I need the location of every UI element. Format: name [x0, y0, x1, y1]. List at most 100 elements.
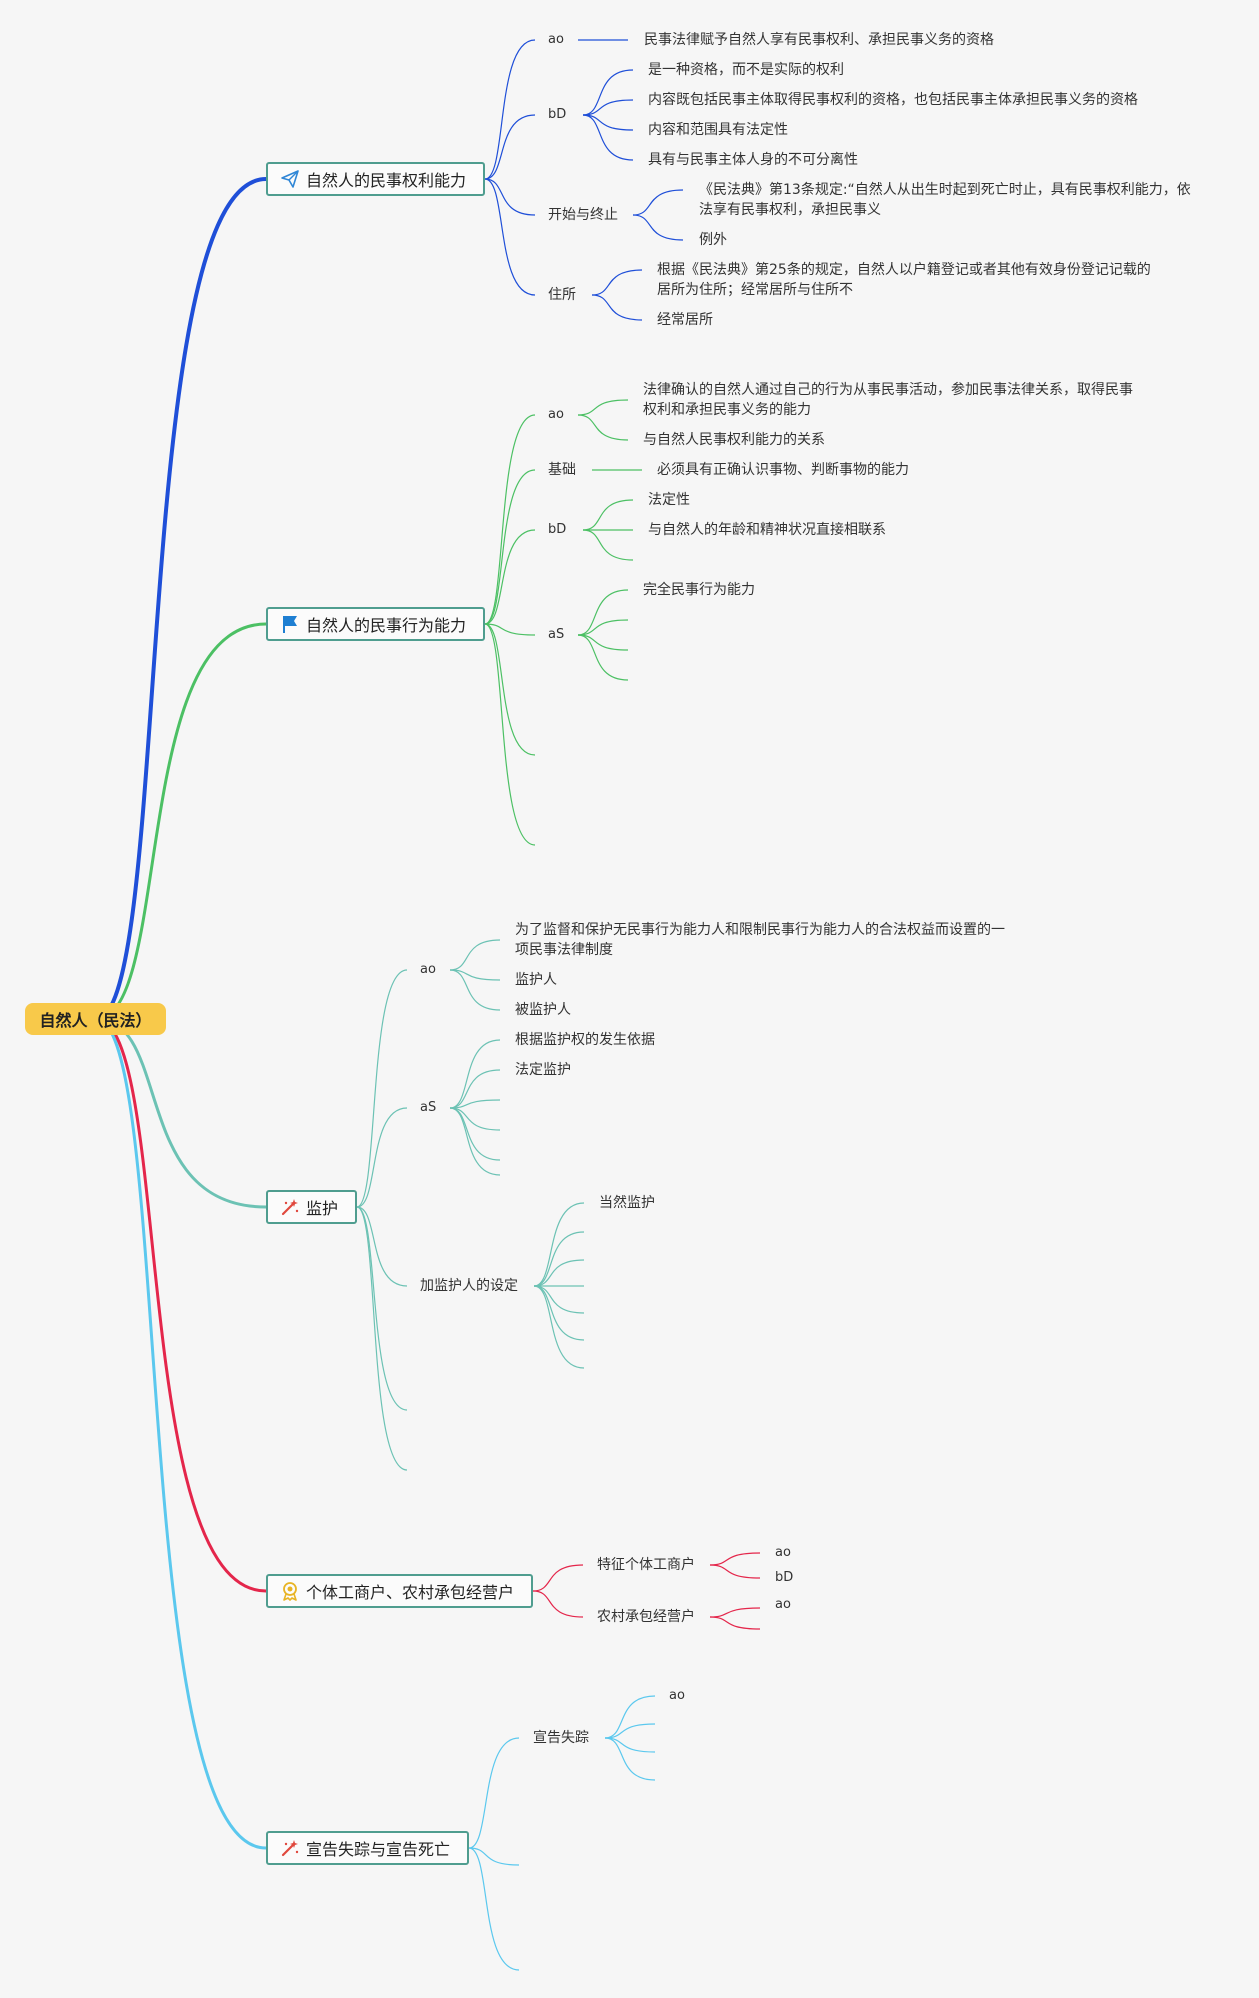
node-label[interactable]: 基础: [548, 462, 576, 478]
node-text[interactable]: 当然监护: [599, 1195, 655, 1211]
topic-guardianship[interactable]: 监护: [266, 1190, 357, 1224]
branch-connector: [468, 1847, 520, 1866]
node-text[interactable]: 法定性: [648, 492, 690, 508]
node-text[interactable]: 必须具有正确认识事物、判断事物的能力: [657, 462, 909, 478]
node-text[interactable]: 与自然人民事权利能力的关系: [643, 432, 825, 448]
node-text[interactable]: 内容既包括民事主体取得民事权利的资格，也包括民事主体承担民事义务的资格: [648, 92, 1138, 108]
branch-connector: [582, 529, 634, 561]
topic-household[interactable]: 个体工商户、农村承包经营户: [266, 1574, 533, 1608]
branch-connector: [356, 969, 408, 1208]
node-text[interactable]: ao: [775, 1597, 791, 1612]
node-label[interactable]: 住所: [548, 287, 576, 303]
node-text[interactable]: 法定监护: [515, 1062, 571, 1078]
node-text[interactable]: 民事法律赋予自然人享有民事权利、承担民事义务的资格: [644, 32, 994, 48]
topic-civil-rights-capacity[interactable]: 自然人的民事权利能力: [266, 162, 485, 196]
branch-connector: [449, 1069, 501, 1109]
node-label[interactable]: ao: [420, 962, 436, 977]
topic-civil-act-capacity[interactable]: 自然人的民事行为能力: [266, 607, 485, 641]
node-text[interactable]: 监护人: [515, 972, 557, 988]
branch-connector: [449, 1107, 501, 1131]
branch-connector: [577, 634, 629, 681]
node-label[interactable]: aS: [548, 627, 565, 642]
branch-connector: [468, 1737, 520, 1849]
branch-connector: [591, 269, 643, 296]
node-text[interactable]: 具有与民事主体人身的不可分离性: [648, 152, 858, 168]
node-text[interactable]: 是一种资格，而不是实际的权利: [648, 62, 844, 78]
node-text[interactable]: 为了监督和保护无民事行为能力人和限制民事行为能力人的合法权益而设置的一项民事法律…: [515, 922, 1005, 958]
branch-connector: [577, 399, 629, 416]
topic-label: 自然人的民事权利能力: [306, 171, 467, 190]
node-text[interactable]: 被监护人: [515, 1002, 571, 1018]
node-text[interactable]: ao: [775, 1545, 791, 1560]
branch-connector: [577, 634, 629, 651]
node-text[interactable]: 例外: [699, 232, 727, 248]
branch-connector: [484, 178, 536, 296]
branch-connector: [591, 294, 643, 321]
branch-connector: [582, 99, 634, 116]
branch-connector: [582, 114, 634, 161]
branch-connector: [577, 589, 629, 636]
flag-icon: [280, 614, 300, 634]
main-branch: [95, 622, 267, 1021]
node-label[interactable]: ao: [548, 407, 564, 422]
node-text[interactable]: ao: [669, 1688, 685, 1703]
branch-connector: [604, 1737, 656, 1781]
node-label[interactable]: aS: [420, 1100, 437, 1115]
node-text[interactable]: 根据监护权的发生依据: [515, 1032, 655, 1048]
main-branch: [95, 1017, 267, 1593]
branch-connector: [604, 1737, 656, 1753]
root-topic[interactable]: 自然人（民法）: [25, 1003, 166, 1035]
branch-connector: [533, 1202, 585, 1287]
connector: [709, 1607, 761, 1618]
branch-connector: [709, 1564, 761, 1579]
branch-connector: [484, 469, 536, 625]
branch-connector: [709, 1552, 761, 1566]
node-label[interactable]: bD: [548, 107, 567, 122]
node-label[interactable]: bD: [548, 522, 567, 537]
branch-connector: [356, 1206, 408, 1411]
node-text[interactable]: 《民法典》第13条规定:“自然人从出生时起到死亡时止，具有民事权利能力，依法享有…: [699, 182, 1191, 218]
branch-connector: [484, 623, 536, 636]
node-text[interactable]: 与自然人的年龄和精神状况直接相联系: [648, 522, 886, 538]
magic-wand-icon: [280, 1838, 300, 1858]
topic-label: 自然人的民事行为能力: [306, 616, 467, 635]
branch-connector: [533, 1285, 585, 1314]
branch-connector: [582, 69, 634, 116]
node-label[interactable]: 加监护人的设定: [420, 1278, 518, 1294]
branch-connector: [356, 1206, 408, 1287]
topic-missing-death[interactable]: 宣告失踪与宣告死亡: [266, 1831, 469, 1865]
branch-connector: [449, 1039, 501, 1109]
branch-connector: [484, 178, 536, 216]
branch-connector: [577, 619, 629, 636]
branch-connector: [532, 1564, 584, 1592]
branch-connector: [484, 39, 536, 180]
branch-connector: [356, 1206, 408, 1471]
branch-connector: [604, 1695, 656, 1739]
branch-connector: [484, 114, 536, 180]
node-label[interactable]: 农村承包经营户: [597, 1609, 695, 1625]
node-text[interactable]: 完全民事行为能力: [643, 582, 755, 598]
branch-connector: [533, 1259, 585, 1287]
topic-label: 宣告失踪与宣告死亡: [306, 1840, 451, 1859]
topic-label: 个体工商户、农村承包经营户: [306, 1583, 515, 1602]
node-text[interactable]: 经常居所: [657, 312, 713, 328]
node-label[interactable]: 开始与终止: [548, 207, 618, 223]
node-label[interactable]: ao: [548, 32, 564, 47]
award-ribbon-icon: [280, 1581, 300, 1601]
branch-connector: [449, 1107, 501, 1161]
branch-connector: [533, 1231, 585, 1287]
node-text[interactable]: bD: [775, 1570, 794, 1585]
branch-connector: [468, 1847, 520, 1971]
node-text[interactable]: 根据《民法典》第25条的规定，自然人以户籍登记或者其他有效身份登记记载的居所为住…: [657, 262, 1151, 298]
branch-connector: [533, 1285, 585, 1369]
node-text[interactable]: 法律确认的自然人通过自己的行为从事民事活动，参加民事法律关系，取得民事权利和承担…: [643, 382, 1133, 418]
paper-plane-icon: [280, 169, 300, 189]
magic-wand-icon: [280, 1197, 300, 1217]
node-text[interactable]: 内容和范围具有法定性: [648, 122, 788, 138]
branch-connector: [582, 114, 634, 131]
branch-connector: [356, 1107, 408, 1208]
node-label[interactable]: 特征个体工商户: [597, 1557, 695, 1573]
node-label[interactable]: 宣告失踪: [533, 1730, 589, 1746]
main-branch: [95, 177, 267, 1021]
